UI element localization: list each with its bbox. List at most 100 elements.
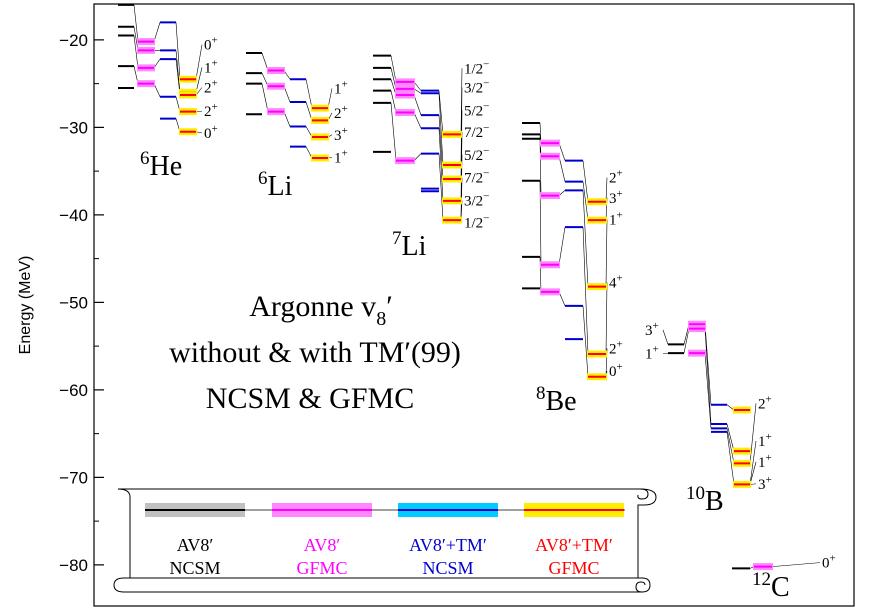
y-tick-label: −80 — [59, 556, 88, 575]
level-connector — [582, 190, 589, 287]
level-connector — [582, 305, 589, 377]
level-connector — [390, 55, 397, 82]
nucleus-label: 12C — [752, 569, 790, 603]
level-connector — [175, 50, 181, 93]
spin-parity-label: 2+ — [609, 168, 623, 187]
level-connector — [726, 423, 735, 452]
spin-parity-label: 2+ — [609, 338, 623, 357]
spin-parity-label: 3+ — [645, 320, 659, 339]
spin-parity-label: 2+ — [204, 78, 218, 97]
annotation-prime: ′ — [386, 290, 393, 323]
level-connector — [413, 94, 422, 116]
legend-label-line1: AV8′+TM′ — [535, 535, 613, 555]
spin-parity-label: 2+ — [334, 103, 348, 122]
level-connector — [133, 35, 139, 68]
y-axis-label: Energy (MeV) — [17, 256, 34, 355]
level-connector — [438, 153, 444, 221]
level-connector — [539, 138, 542, 196]
spin-parity-label: 7/2− — [464, 122, 489, 141]
y-axis: −20 −30 −40 −50 −60 −70 −80 — [59, 31, 104, 575]
spin-parity-labels: 0+1+2+2+0+1+2+3+1+1/2−3/2−5/2−7/2−5/2−7/… — [204, 35, 836, 572]
spin-parity-label: 1+ — [334, 78, 348, 97]
level-connector — [133, 26, 139, 51]
level-connector — [133, 4, 139, 42]
level-connector — [582, 181, 589, 221]
spin-parity-label: 3+ — [609, 188, 623, 207]
label-leader — [749, 440, 757, 485]
legend-scroll-curl-bottom — [635, 581, 646, 593]
y-tick-label: −20 — [59, 31, 88, 50]
spin-parity-label: 1+ — [758, 431, 772, 450]
label-leader — [460, 68, 463, 135]
spin-parity-label: 3+ — [758, 474, 772, 493]
legend-label-line2: GFMC — [548, 558, 599, 578]
spin-parity-label: 1+ — [609, 210, 623, 229]
y-tick-label: −30 — [59, 118, 88, 137]
level-connector — [390, 102, 397, 161]
spin-parity-label: 7/2− — [464, 168, 489, 187]
nucleus-label: 7Li — [392, 228, 427, 262]
spin-parity-label: 5/2− — [464, 145, 489, 164]
spin-parity-label: 3/2− — [464, 78, 489, 97]
level-connector — [413, 153, 422, 161]
level-connector — [683, 328, 690, 354]
annotation-line-1: Argonne v — [249, 290, 376, 323]
spin-parity-label: 3/2− — [464, 190, 489, 209]
nucleus-labels: 6He 6Li 7Li 8Be 10B 12C — [140, 148, 790, 603]
level-connector — [704, 353, 712, 429]
nucleus-label: 8Be — [536, 383, 577, 417]
label-leader — [662, 329, 669, 345]
annotation-line-2: without & with TM′(99) — [169, 336, 461, 369]
spin-parity-label: 1+ — [758, 452, 772, 471]
level-connector — [558, 227, 566, 265]
energy-levels — [118, 3, 773, 571]
level-connector — [438, 90, 444, 135]
level-connector — [582, 227, 589, 355]
legend-label-line1: AV8′+TM′ — [409, 535, 487, 555]
spin-parity-label: 0+ — [822, 553, 836, 572]
legend-label-line1: AV8′ — [304, 535, 341, 555]
level-connector — [390, 90, 397, 113]
legend-label-line1: AV8′ — [177, 535, 214, 555]
level-connector — [558, 156, 566, 182]
label-leader — [195, 67, 203, 93]
label-leader — [749, 461, 757, 485]
plot-frame — [93, 3, 855, 607]
spin-parity-label: 5/2− — [464, 100, 489, 119]
spin-parity-label: 0+ — [204, 123, 218, 142]
y-tick-label: −60 — [59, 381, 88, 400]
spin-parity-label: 0+ — [204, 35, 218, 54]
legend-label-line2: NCSM — [422, 558, 473, 578]
label-leader — [195, 44, 203, 80]
spin-parity-label: 1+ — [334, 148, 348, 167]
level-connector — [413, 81, 422, 91]
y-tick-label: −40 — [59, 206, 88, 225]
level-connector — [704, 324, 712, 405]
label-leader — [605, 219, 608, 287]
legend-scroll-bottom-roll — [113, 577, 651, 593]
spin-parity-label: 1/2− — [464, 58, 489, 77]
level-connector — [726, 404, 735, 411]
spin-parity-label: 1/2− — [464, 212, 489, 231]
level-connector — [726, 428, 735, 464]
label-leader — [605, 282, 608, 355]
nucleus-label: 6He — [140, 148, 182, 182]
level-connector — [175, 22, 181, 80]
level-connector — [438, 128, 444, 201]
label-leader — [771, 562, 821, 567]
y-tick-label: −70 — [59, 468, 88, 487]
level-connector — [704, 328, 712, 425]
nucleus-label: 10B — [686, 483, 724, 517]
label-leader — [605, 177, 608, 202]
legend-scroll-outline — [117, 488, 657, 579]
legend-scroll-curl-top — [637, 488, 649, 500]
legend-label-line2: NCSM — [169, 558, 220, 578]
spin-parity-label: 4+ — [609, 273, 623, 292]
nucleus-label: 6Li — [258, 168, 293, 202]
level-connector — [261, 83, 269, 112]
level-connector — [726, 431, 735, 485]
level-connector — [413, 88, 422, 94]
y-tick-label: −50 — [59, 293, 88, 312]
